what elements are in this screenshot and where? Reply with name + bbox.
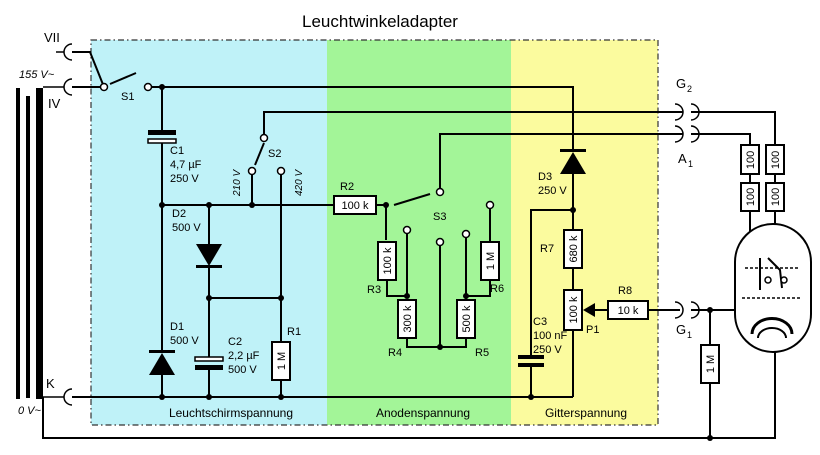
d2-label: D2 [172, 208, 186, 220]
terminal-g1-label: G [676, 322, 686, 337]
r8-value: 10 k [618, 305, 639, 317]
diode-d2 [196, 244, 222, 268]
p1-wiper-arrow [583, 303, 595, 317]
terminal-vii [56, 43, 73, 61]
switch-s1 [99, 72, 153, 92]
diode-d1 [149, 350, 175, 375]
magic-eye-tube [734, 223, 812, 353]
r2-value: 100 k [342, 200, 369, 212]
anode-section-bg [327, 40, 511, 425]
c2-label: C2 [228, 336, 242, 348]
r8-label: R8 [618, 285, 632, 297]
transformer [16, 88, 43, 399]
terminal-iv [43, 78, 73, 96]
switch-s1-label: S1 [121, 91, 134, 103]
terminal-g2-label: G [676, 76, 686, 91]
r3-label: R3 [367, 284, 381, 296]
terminal-0v-label: 0 V~ [18, 405, 42, 417]
c3-value-1: 100 nF [533, 330, 568, 342]
section-label-grid: Gitterspannung [545, 406, 627, 420]
grid-leak-resistor [700, 344, 720, 384]
r6-value: 1 M [485, 252, 497, 270]
terminal-g1-sub: 1 [687, 330, 692, 340]
terminal-k-label: K [46, 376, 55, 391]
grid-leak-value: 1 M [705, 355, 717, 373]
r5-value: 500 k [461, 305, 473, 332]
section-label-screen: Leuchtschirmspannung [169, 406, 293, 420]
terminal-a1-sub: 1 [688, 159, 693, 169]
wire-vii [72, 51, 105, 88]
tube-resistor-d [765, 182, 785, 212]
section-label-anode: Anodenspannung [376, 406, 470, 420]
tube-resistor-a-value: 100 [745, 151, 757, 169]
switch-s2 [247, 133, 286, 176]
c3-label: C3 [533, 316, 547, 328]
terminal-vii-label: VII [44, 30, 60, 45]
tube-resistor-c-value: 100 [745, 188, 757, 206]
terminal-k [43, 388, 73, 406]
tube-resistor-c [740, 182, 760, 212]
c2-value-2: 500 V [228, 364, 257, 376]
p1-value: 100 k [568, 296, 580, 323]
tube-resistor-b-value: 100 [770, 151, 782, 169]
d3-label: D3 [538, 171, 552, 183]
d2-value: 500 V [172, 222, 201, 234]
c1-label: C1 [170, 145, 184, 157]
r1-label: R1 [287, 326, 301, 338]
tube-resistor-b [765, 144, 785, 175]
s2-210v-label: 210 V [232, 169, 243, 197]
r2-label: R2 [340, 181, 354, 193]
r3-value: 100 k [382, 247, 394, 274]
tube-resistor-a [740, 144, 760, 175]
grid-section-bg [511, 40, 658, 425]
capacitor-c2 [194, 356, 224, 370]
wire-top-bus [152, 86, 574, 149]
c1-value-2: 250 V [170, 173, 199, 185]
switch-s3-label: S3 [433, 211, 446, 223]
switch-s3 [393, 187, 495, 247]
r7-value: 680 k [568, 235, 580, 262]
c2-value-1: 2,2 µF [228, 350, 260, 362]
tube-resistor-d-value: 100 [770, 188, 782, 206]
s2-420v-label: 420 V [294, 169, 305, 196]
d1-value: 500 V [170, 335, 199, 347]
c3-value-2: 250 V [533, 344, 562, 356]
r6-label: R6 [490, 283, 504, 295]
d1-label: D1 [170, 321, 184, 333]
p1-label: P1 [586, 324, 599, 336]
terminal-iv-label: IV [48, 96, 61, 111]
terminal-g2-sub: 2 [687, 84, 692, 94]
terminal-a1-label: A [678, 151, 687, 166]
r5-label: R5 [475, 347, 489, 359]
diode-d3 [560, 149, 586, 174]
wire-bottom-return [42, 340, 776, 439]
terminal-155v-label: 155 V~ [19, 69, 55, 81]
r1-value: 1 M [276, 352, 288, 370]
d3-value: 250 V [538, 185, 567, 197]
r7-label: R7 [540, 243, 554, 255]
adapter-frame [90, 39, 659, 426]
diagram-title: Leuchtwinkeladapter [302, 12, 458, 31]
r4-label: R4 [388, 347, 402, 359]
switch-s2-label: S2 [268, 148, 281, 160]
r4-value: 300 k [402, 305, 414, 332]
c1-value-1: 4,7 µF [170, 159, 202, 171]
capacitor-c3 [518, 355, 544, 367]
